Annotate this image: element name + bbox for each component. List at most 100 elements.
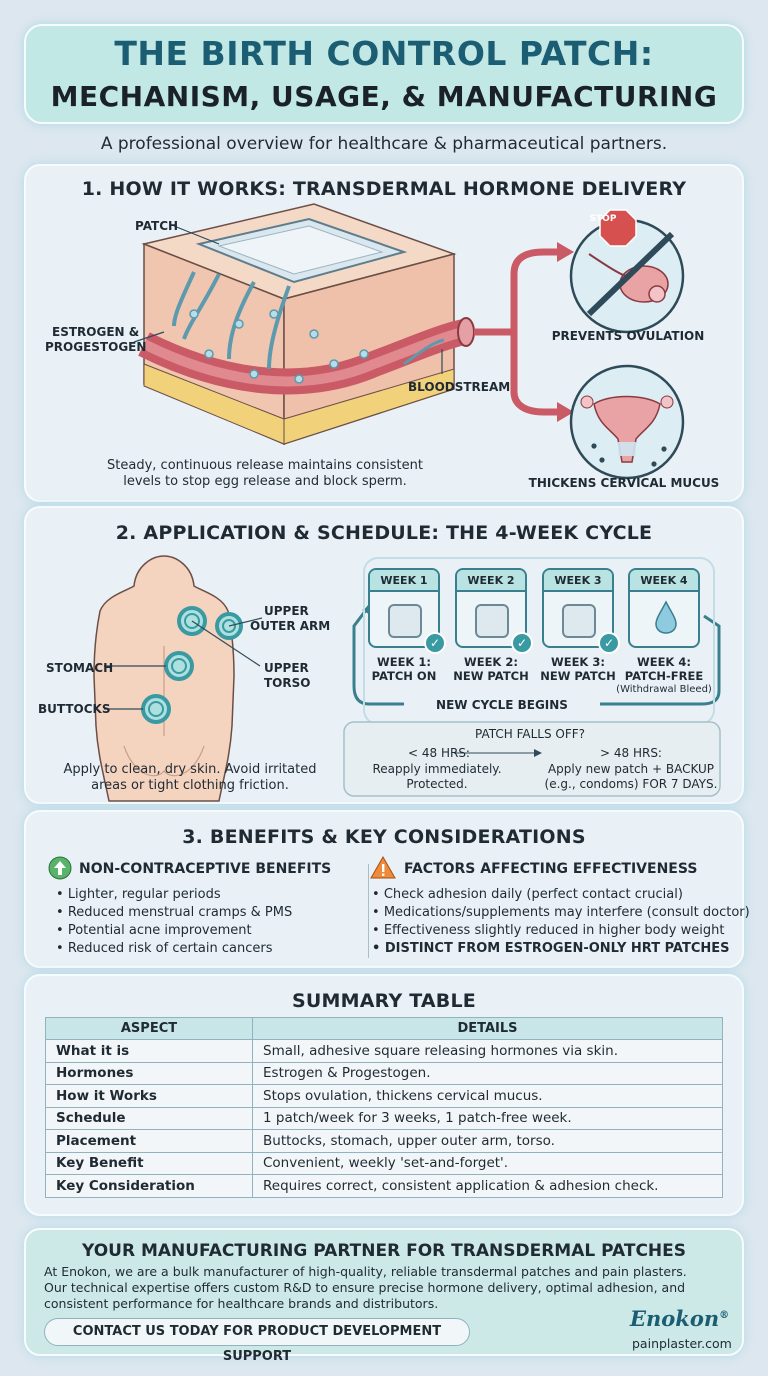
- week-label-3-sub: NEW PATCH: [540, 669, 616, 683]
- table-cell-details: Buttocks, stomach, upper outer arm, tors…: [252, 1129, 723, 1153]
- warning-icon: [370, 855, 396, 879]
- table-row: Hormones Estrogen & Progestogen.: [45, 1061, 723, 1085]
- label-bloodstream: BLOODSTREAM: [408, 380, 511, 394]
- page-subtitle: A professional overview for healthcare &…: [100, 134, 668, 154]
- section2-caption: Apply to clean, dry skin. Avoid irritate…: [63, 762, 317, 777]
- label-hormones: ESTROGEN &: [52, 325, 140, 339]
- table-cell-details: Requires correct, consistent application…: [252, 1174, 723, 1198]
- transdermal-illustration: [133, 203, 685, 480]
- week-label-1: WEEK 1:: [377, 655, 431, 669]
- label-prevents-ovulation: PREVENTS OVULATION: [551, 329, 705, 343]
- week-label-3: WEEK 3:: [551, 655, 605, 669]
- list-item: DISTINCT FROM ESTROGEN-ONLY HRT PATCHES: [372, 940, 750, 958]
- list-item: Medications/supplements may interfere (c…: [372, 904, 750, 922]
- week-label-1-sub: PATCH ON: [371, 669, 437, 683]
- table-row: How it Works Stops ovulation, thickens c…: [45, 1084, 723, 1108]
- week-card-1: WEEK 1 ✓: [368, 568, 446, 654]
- patch-icon: [475, 604, 509, 638]
- week-label-2: WEEK 2:: [464, 655, 518, 669]
- label-upper-torso: UPPER: [264, 661, 309, 675]
- list-item: Effectiveness slightly reduced in higher…: [372, 922, 750, 940]
- week-head-4: WEEK 4: [630, 570, 698, 592]
- table-cell-aspect: What it is: [45, 1039, 253, 1063]
- label-hormones-line2: PROGESTOGEN: [45, 340, 147, 354]
- new-cycle-label: NEW CYCLE BEGINS: [404, 698, 600, 712]
- table-row: Schedule 1 patch/week for 3 weeks, 1 pat…: [45, 1106, 723, 1130]
- summary-table: ASPECT DETAILS What it is Small, adhesiv…: [45, 1017, 723, 1198]
- registered-mark: ®: [719, 1310, 730, 1321]
- falls-off-right-head: > 48 HRS:: [600, 746, 662, 760]
- table-row: What it is Small, adhesive square releas…: [45, 1039, 723, 1063]
- falls-off-title: PATCH FALLS OFF?: [474, 727, 586, 741]
- table-cell-aspect: Hormones: [45, 1061, 253, 1085]
- brand-name: Enokon: [630, 1306, 720, 1331]
- week-label-4-note: (Withdrawal Bleed): [616, 684, 712, 695]
- table-row: Key Consideration Requires correct, cons…: [45, 1174, 723, 1198]
- week-head-2: WEEK 2: [457, 570, 525, 592]
- label-thickens-mucus: THICKENS CERVICAL MUCUS: [528, 476, 720, 490]
- footer-text: At Enokon, we are a bulk manufacturer of…: [44, 1264, 687, 1279]
- table-row: Placement Buttocks, stomach, upper outer…: [45, 1129, 723, 1153]
- label-buttocks: BUTTOCKS: [38, 702, 111, 716]
- table-cell-aspect: Key Benefit: [45, 1151, 253, 1175]
- week-head-1: WEEK 1: [370, 570, 438, 592]
- week-label-4-sub: PATCH-FREE: [624, 669, 704, 683]
- falls-off-left-line2: Protected.: [406, 777, 468, 791]
- summary-title: SUMMARY TABLE: [292, 990, 476, 1012]
- label-upper-torso-line2: TORSO: [264, 676, 311, 690]
- label-patch: PATCH: [135, 219, 179, 233]
- table-cell-details: 1 patch/week for 3 weeks, 1 patch-free w…: [252, 1106, 723, 1130]
- contact-us-button[interactable]: CONTACT US TODAY FOR PRODUCT DEVELOPMENT…: [44, 1318, 470, 1364]
- footer-title: YOUR MANUFACTURING PARTNER FOR TRANSDERM…: [81, 1241, 687, 1261]
- list-item: Lighter, regular periods: [56, 886, 292, 904]
- check-icon: ✓: [598, 632, 620, 654]
- table-cell-details: Small, adhesive square releasing hormone…: [252, 1039, 723, 1063]
- patch-icon: [562, 604, 596, 638]
- week-head-3: WEEK 3: [544, 570, 612, 592]
- section2-title: 2. APPLICATION & SCHEDULE: THE 4-WEEK CY…: [115, 522, 653, 544]
- stop-sign-text: STOP: [589, 214, 617, 224]
- week-label-2-sub: NEW PATCH: [453, 669, 529, 683]
- list-item: Reduced risk of certain cancers: [56, 940, 292, 958]
- falls-off-left-line1: Reapply immediately.: [372, 762, 502, 776]
- column-header-aspect: ASPECT: [45, 1017, 253, 1040]
- list-item: Reduced menstrual cramps & PMS: [56, 904, 292, 922]
- table-cell-aspect: How it Works: [45, 1084, 253, 1108]
- week-card-2: WEEK 2 ✓: [455, 568, 533, 654]
- page-title: THE BIRTH CONTROL PATCH:: [114, 34, 654, 73]
- brand-logo: Enokon®: [630, 1306, 729, 1331]
- website-link[interactable]: painplaster.com: [632, 1336, 732, 1351]
- body-diagram: [93, 555, 721, 802]
- footer-text-line2: Our technical expertise offers custom R&…: [44, 1280, 686, 1295]
- label-stomach: STOMACH: [46, 661, 114, 675]
- factors-list: Check adhesion daily (perfect contact cr…: [372, 886, 750, 958]
- up-arrow-icon: [48, 856, 72, 880]
- benefits-list: Lighter, regular periods Reduced menstru…: [56, 886, 292, 958]
- table-cell-aspect: Placement: [45, 1129, 253, 1153]
- check-icon: ✓: [424, 632, 446, 654]
- table-cell-aspect: Key Consideration: [45, 1174, 253, 1198]
- benefits-title: NON-CONTRACEPTIVE BENEFITS: [79, 861, 332, 877]
- section1-title: 1. HOW IT WORKS: TRANSDERMAL HORMONE DEL…: [81, 178, 687, 200]
- falls-off-right-line2: (e.g., condoms) FOR 7 DAYS.: [544, 777, 718, 791]
- page-title-line2: MECHANISM, USAGE, & MANUFACTURING: [50, 80, 718, 113]
- label-upper-outer-arm: UPPER: [264, 604, 309, 618]
- table-cell-aspect: Schedule: [45, 1106, 253, 1130]
- title-banner: [24, 24, 744, 124]
- divider: [368, 864, 369, 958]
- patch-icon: [388, 604, 422, 638]
- table-cell-details: Stops ovulation, thickens cervical mucus…: [252, 1084, 723, 1108]
- section3-title: 3. BENEFITS & KEY CONSIDERATIONS: [182, 826, 586, 848]
- column-header-details: DETAILS: [252, 1017, 723, 1040]
- label-upper-outer-arm-line2: OUTER ARM: [250, 619, 331, 633]
- footer-text-line3: consistent performance for healthcare br…: [44, 1296, 439, 1311]
- falls-off-left-head: < 48 HRS:: [408, 746, 470, 760]
- table-row: Key Benefit Convenient, weekly 'set-and-…: [45, 1151, 723, 1175]
- section2-caption-line2: areas or tight clothing friction.: [91, 778, 289, 793]
- section1-caption: Steady, continuous release maintains con…: [107, 458, 423, 473]
- table-cell-details: Estrogen & Progestogen.: [252, 1061, 723, 1085]
- table-cell-details: Convenient, weekly 'set-and-forget'.: [252, 1151, 723, 1175]
- week-card-4: WEEK 4: [628, 568, 700, 648]
- week-card-3: WEEK 3 ✓: [542, 568, 620, 654]
- section1-caption-line2: levels to stop egg release and block spe…: [123, 474, 407, 489]
